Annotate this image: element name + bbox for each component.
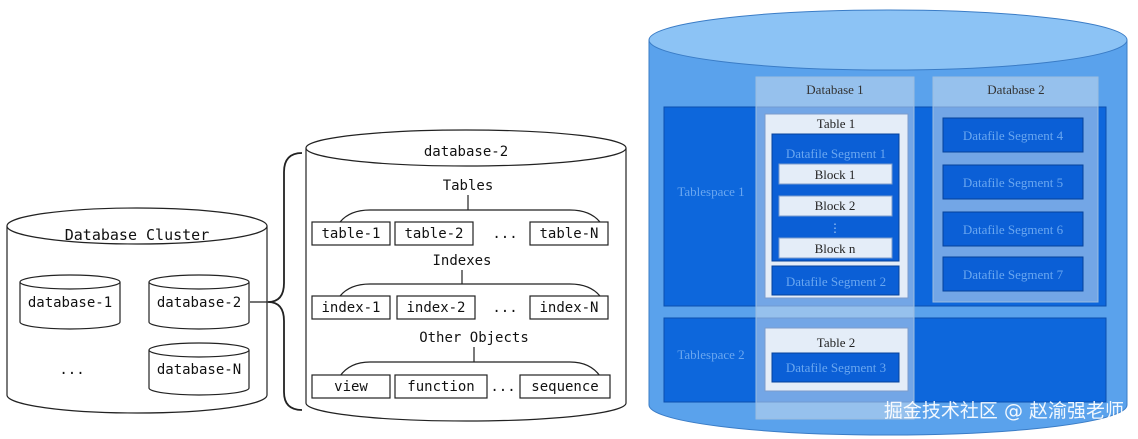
cluster-db-n-label: database-N: [157, 362, 241, 378]
block-2: [778, 195, 893, 217]
table-row: [311, 221, 609, 246]
datafile-segment-2-label: Datafile Segment 2: [786, 274, 886, 289]
datafile-segment-5: [942, 164, 1084, 200]
tablespace-1-label: Tablespace 1: [677, 184, 744, 199]
tables-section-title: Tables: [443, 178, 494, 194]
table-1-label: table-1: [321, 226, 380, 242]
index-1-label: index-1: [321, 300, 380, 316]
database-2-label: Database 2: [987, 82, 1044, 97]
index-row: [311, 295, 609, 320]
datafile-segment-5-label: Datafile Segment 5: [963, 175, 1063, 190]
cluster-db-1-label: database-1: [28, 295, 112, 311]
cluster-db-2-label: database-2: [157, 295, 241, 311]
tables-section-bracket: [339, 195, 601, 223]
other-objects-row: [311, 374, 611, 399]
index-1-box: [311, 295, 391, 320]
cluster-db-n: [148, 342, 250, 396]
index-ellipsis: ...: [492, 300, 517, 316]
function-label: function: [407, 379, 474, 395]
watermark: 掘金技术社区 @ 赵渝强老师: [884, 400, 1124, 422]
datafile-segment-6-label: Datafile Segment 6: [963, 222, 1064, 237]
db2-detail-title: database-2: [424, 144, 508, 160]
table-1-box: [311, 221, 391, 246]
datafile-segment-3-label: Datafile Segment 3: [786, 360, 886, 375]
block-1-label: Block 1: [815, 167, 856, 182]
view-box: [311, 374, 391, 399]
sequence-box: [519, 374, 611, 399]
index-n-box: [529, 295, 609, 320]
datafile-segment-1-label: Datafile Segment 1: [786, 146, 886, 161]
cluster-db-2: [148, 274, 250, 330]
sequence-label: sequence: [531, 379, 598, 395]
datafile-segment-7-label: Datafile Segment 7: [963, 267, 1064, 282]
datafile-segment-4: [942, 117, 1084, 153]
other-objects-section-title: Other Objects: [419, 330, 529, 346]
block-n: [778, 237, 893, 259]
block-n-label: Block n: [815, 241, 856, 256]
table-2-box: [394, 221, 474, 246]
index-n-label: index-N: [539, 300, 598, 316]
block-1: [778, 163, 893, 185]
table-1-title: Table 1: [817, 116, 855, 131]
other-objects-section-bracket: [339, 347, 601, 377]
tablespace-2-label: Tablespace 2: [677, 347, 744, 362]
curly-brace: [267, 152, 303, 411]
datafile-segment-4-label: Datafile Segment 4: [963, 128, 1064, 143]
table-n-label: table-N: [539, 226, 598, 242]
datafile-segment-7: [942, 256, 1084, 292]
table-2-title: Table 2: [817, 335, 855, 350]
function-box: [394, 374, 488, 399]
cluster-label: Database Cluster: [65, 226, 210, 244]
datafile-segment-2: [771, 265, 900, 296]
storage-cylinder-top: [648, 9, 1128, 71]
datafile-segment-3: [771, 352, 900, 383]
object-ellipsis: ...: [490, 379, 515, 395]
right-diagram: Tablespace 1 Tablespace 2 Database 1 Dat…: [648, 9, 1128, 436]
indexes-section-title: Indexes: [432, 253, 491, 269]
cluster-ellipsis: ...: [59, 362, 84, 378]
block-2-label: Block 2: [815, 198, 856, 213]
index-2-label: index-2: [406, 300, 465, 316]
block-ellipsis: ⋮: [829, 221, 841, 235]
table-ellipsis: ...: [492, 226, 517, 242]
left-diagram: Database Cluster database-1 database-2 .…: [6, 129, 627, 422]
datafile-segment-6: [942, 211, 1084, 247]
table-n-box: [529, 221, 609, 246]
view-label: view: [334, 379, 368, 395]
index-2-box: [396, 295, 476, 320]
database-1-label: Database 1: [806, 82, 863, 97]
cluster-db-1: [19, 274, 121, 330]
indexes-section-bracket: [339, 270, 601, 297]
table-2-label: table-2: [404, 226, 463, 242]
